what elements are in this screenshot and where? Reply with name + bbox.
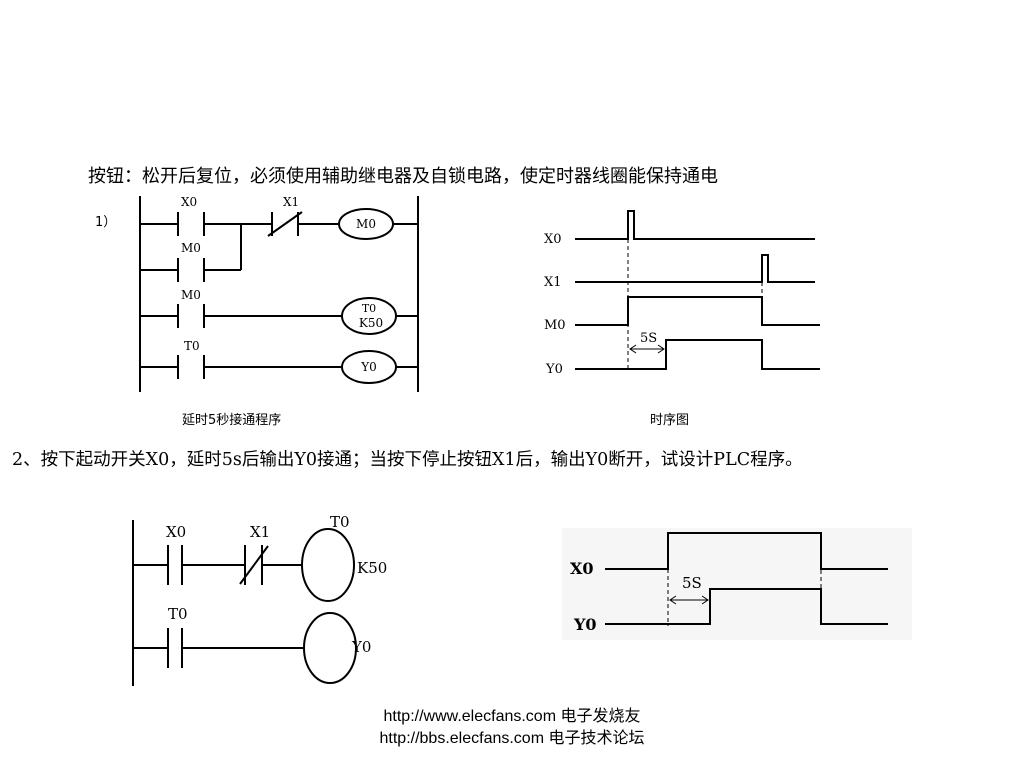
- coil-t0-setpoint-2: K50: [357, 559, 387, 577]
- contact-m0-label: M0: [181, 288, 201, 302]
- waveform-x0: [575, 210, 815, 240]
- delay-arrow-2: [669, 595, 709, 605]
- signal-label-x0: X0: [544, 232, 562, 247]
- coil-t0-name: T0: [362, 302, 376, 315]
- contact-x1-label-2: X1: [250, 523, 270, 541]
- rung-1-hold-branch: [140, 224, 242, 282]
- contact-t0-label-2: T0: [168, 605, 188, 623]
- ladder-caption: 延时5秒接通程序: [182, 413, 282, 428]
- signal-label-x1: X1: [544, 275, 562, 290]
- diagram-number-1: 1）: [95, 215, 117, 230]
- rung-2: [140, 297, 418, 335]
- instruction-note-2: 2、按下起动开关X0，延时5s后输出Y0接通；当按下停止按钮X1后，输出Y0断开…: [12, 450, 803, 470]
- contact-m0-hold-label: M0: [181, 241, 201, 255]
- rung-2-1: [133, 528, 355, 602]
- timing-diagram-2: X0 Y0 5S: [562, 528, 912, 640]
- coil-m0-label: M0: [356, 217, 376, 231]
- delay-label-2: 5S: [682, 574, 702, 592]
- ladder-diagram-2: [132, 520, 357, 686]
- rung-1: [140, 208, 418, 240]
- contact-x0-label-2: X0: [166, 523, 186, 541]
- coil-y0-2: [303, 612, 357, 684]
- timing-caption: 时序图: [650, 413, 690, 428]
- waveform-y0-2: [605, 588, 888, 625]
- footer-source-text: http://www.elecfans.com 电子发烧友 http://bbs…: [379, 708, 645, 747]
- coil-t0-setpoint: K50: [359, 316, 383, 330]
- signal-label-m0: M0: [544, 318, 566, 333]
- delay-label-1: 5S: [640, 331, 657, 346]
- timing-diagram-1: X0 X1 M0 Y0 5S: [544, 210, 820, 377]
- waveform-m0: [575, 296, 820, 326]
- signal-label-x0-2: X0: [570, 559, 594, 578]
- coil-t0-name-2: T0: [330, 513, 350, 531]
- waveform-x1: [575, 254, 815, 283]
- coil-y0-label-2: Y0: [351, 638, 371, 656]
- coil-y0-label: Y0: [360, 360, 377, 374]
- signal-label-y0: Y0: [545, 362, 563, 377]
- coil-t0-2: [301, 528, 355, 602]
- timing-2-background: [562, 528, 912, 640]
- signal-label-y0-2: Y0: [573, 615, 597, 634]
- rung-2-2: [133, 612, 357, 684]
- instruction-note-1: 按钮：松开后复位，必须使用辅助继电器及自锁电路，使定时器线圈能保持通电: [88, 166, 718, 187]
- rung-3: [140, 350, 418, 384]
- waveform-y0: [575, 339, 820, 370]
- contact-t0-label: T0: [184, 339, 200, 353]
- contact-x1-label: X1: [283, 195, 299, 209]
- delay-arrow-1: [629, 344, 665, 354]
- contact-x0-label: X0: [181, 195, 197, 209]
- ladder-diagram-1: [139, 196, 419, 392]
- waveform-x0-2: [605, 532, 888, 570]
